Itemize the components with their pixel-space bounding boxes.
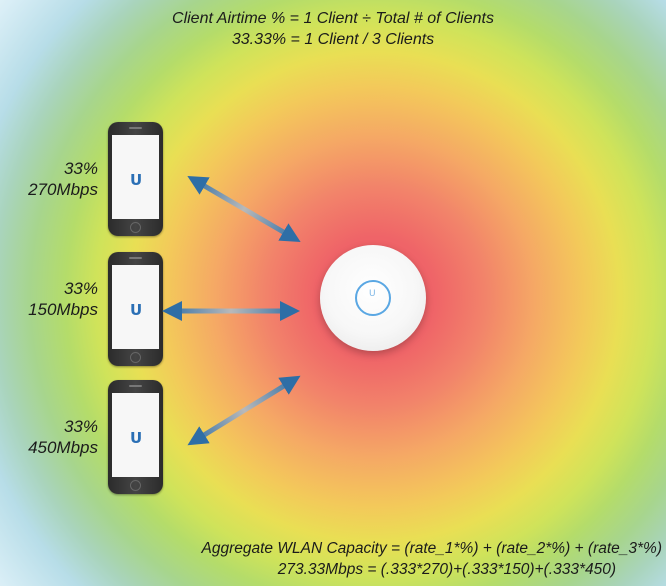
client-1-label: 33% 270Mbps: [0, 158, 98, 200]
access-point: U: [320, 245, 426, 351]
client-1-rate: 270Mbps: [28, 180, 98, 199]
phone-screen: U: [112, 265, 159, 349]
client-3-rate: 450Mbps: [28, 438, 98, 457]
access-point-led-ring: [355, 280, 391, 316]
arrow-client-3: [187, 375, 301, 446]
arrow-client-1: [187, 175, 301, 243]
phone-speaker: [129, 127, 142, 129]
aggregate-capacity-formula: Aggregate WLAN Capacity = (rate_1*%) + (…: [201, 540, 662, 557]
phone-speaker: [129, 257, 142, 259]
phone-home-button: [130, 222, 141, 233]
client-2-rate: 150Mbps: [28, 300, 98, 319]
phone-home-button: [130, 480, 141, 491]
ubiquiti-logo-icon: U: [369, 289, 376, 299]
client-3-label: 33% 450Mbps: [0, 416, 98, 458]
phone-speaker: [129, 385, 142, 387]
client-1-phone: U: [108, 122, 163, 236]
client-1-percent: 33%: [63, 159, 98, 178]
ubiquiti-logo-icon: U: [130, 301, 143, 319]
airtime-formula-example: 33.33% = 1 Client / 3 Clients: [231, 31, 435, 48]
client-3-percent: 33%: [63, 417, 98, 436]
phone-screen: U: [112, 135, 159, 219]
airtime-formula-title: Client Airtime % = 1 Client ÷ Total # of…: [172, 10, 494, 27]
phone-screen: U: [112, 393, 159, 477]
phone-home-button: [130, 352, 141, 363]
aggregate-capacity-example: 273.33Mbps = (.333*270)+(.333*150)+(.333…: [277, 561, 616, 578]
ubiquiti-logo-icon: U: [130, 171, 143, 189]
client-3-phone: U: [108, 380, 163, 494]
client-2-phone: U: [108, 252, 163, 366]
client-2-percent: 33%: [63, 279, 98, 298]
client-2-label: 33% 150Mbps: [0, 278, 98, 320]
ubiquiti-logo-icon: U: [130, 429, 143, 447]
